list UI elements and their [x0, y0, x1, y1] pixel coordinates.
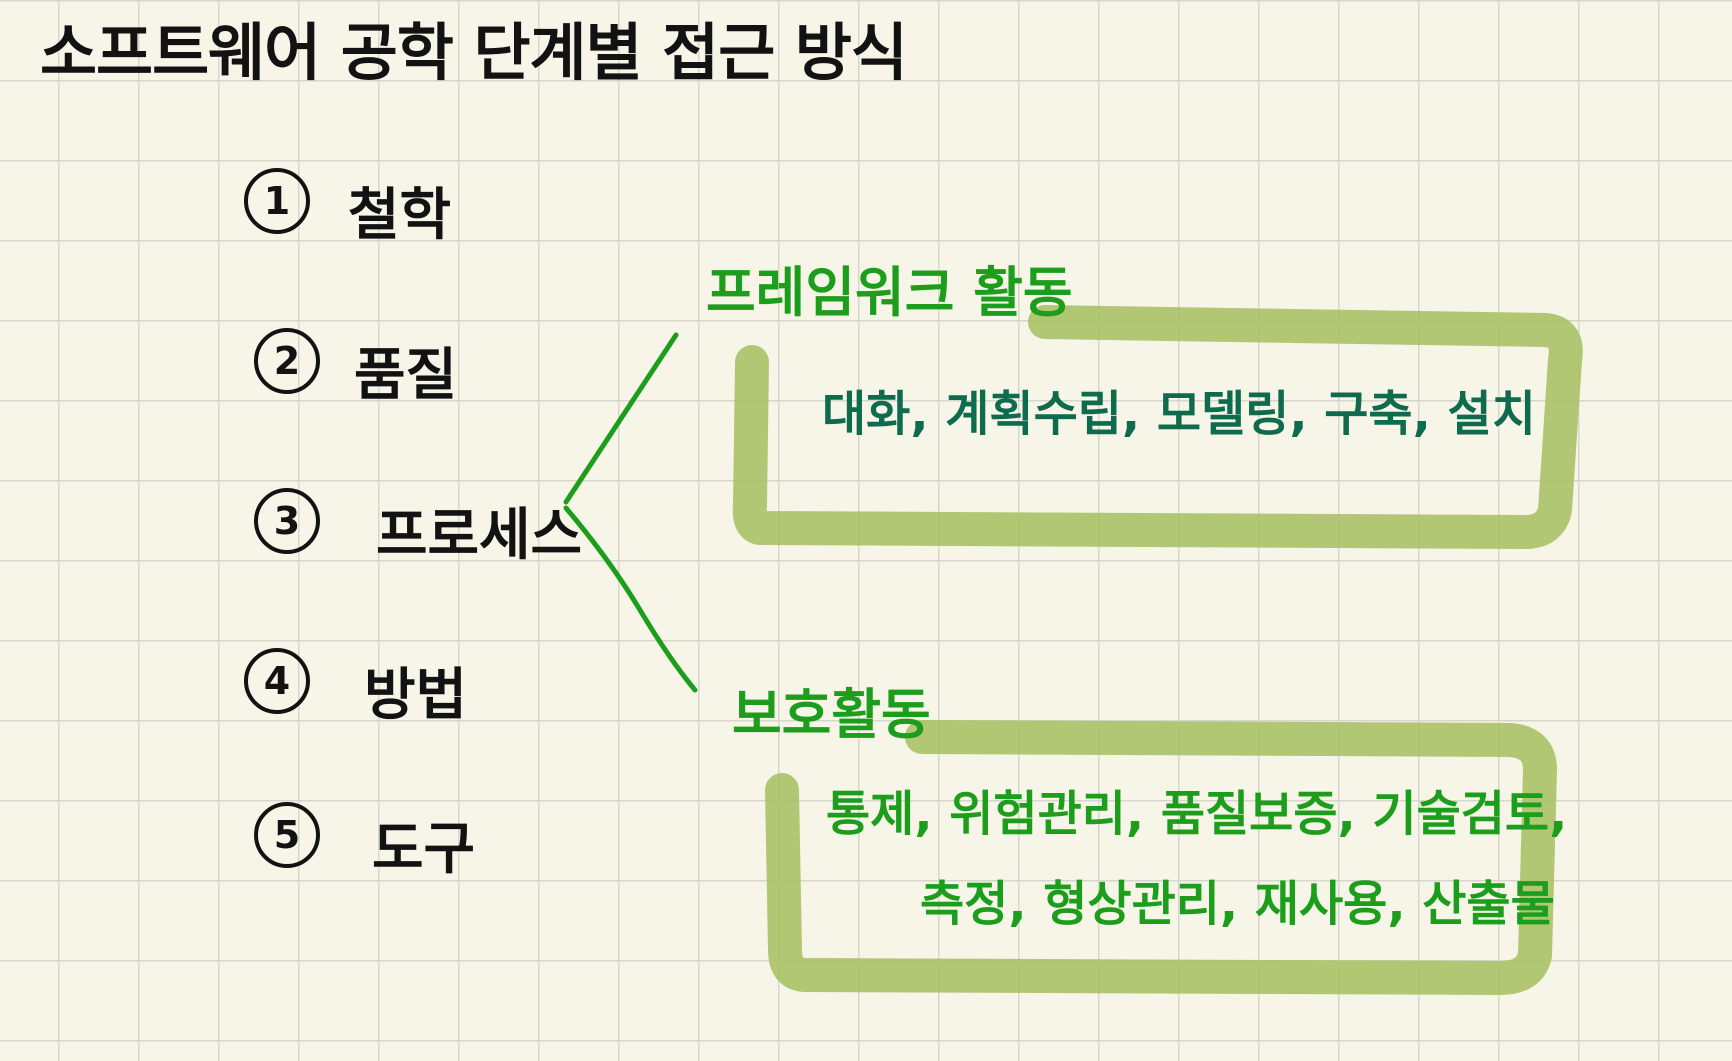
framework-activities-content: 대화, 계획수립, 모델링, 구축, 설치 [822, 386, 1536, 442]
branch-line-lower [563, 505, 698, 693]
item-label: 프로세스 [376, 503, 583, 568]
umbrella-highlight-box [765, 720, 1557, 995]
item-number-badge: 2 [254, 328, 320, 394]
item-label: 철학 [348, 183, 452, 248]
item-number-badge: 1 [244, 168, 310, 234]
umbrella-activities-title: 보호활동 [732, 683, 931, 746]
framework-highlight-box [732, 305, 1583, 549]
branch-line-upper [563, 332, 679, 505]
item-label: 방법 [364, 663, 468, 728]
framework-activities-title: 프레임워크 활동 [706, 261, 1073, 324]
item-number-badge: 3 [254, 488, 320, 554]
umbrella-activities-line-2: 측정, 형상관리, 재사용, 산출물 [920, 876, 1555, 932]
item-label: 도구 [372, 817, 476, 882]
page-title: 소프트웨어 공학 단계별 접근 방식 [40, 16, 908, 89]
item-number-badge: 5 [254, 802, 320, 868]
item-label: 품질 [354, 343, 458, 408]
umbrella-activities-line-1: 통제, 위험관리, 품질보증, 기술검토, [826, 786, 1568, 842]
item-number-badge: 4 [244, 648, 310, 714]
